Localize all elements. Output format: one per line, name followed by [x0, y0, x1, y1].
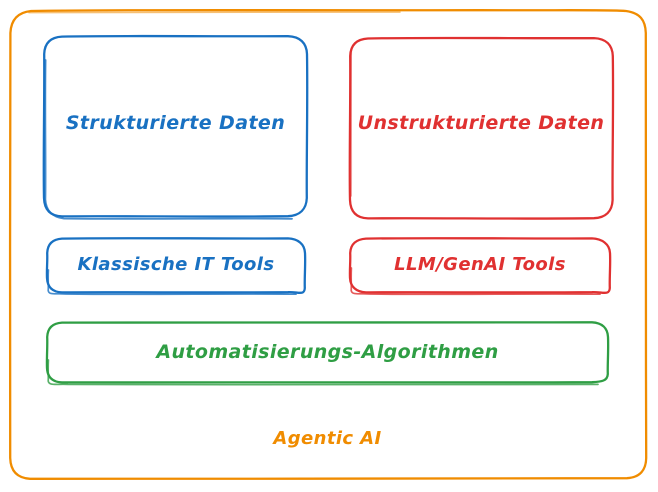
- automation-algorithms-label: Automatisierungs-Algorithmen: [156, 341, 499, 363]
- structured-data-label: Strukturierte Daten: [65, 112, 286, 134]
- agentic-ai-frame-outline[interactable]: [8, 8, 648, 480]
- llm-genai-tools-label: LLM/GenAI Tools: [394, 254, 566, 275]
- unstructured-data-label: Unstrukturierte Daten: [357, 112, 605, 134]
- agentic-ai-label: Agentic AI: [273, 428, 382, 449]
- classic-it-tools-label: Klassische IT Tools: [77, 254, 275, 275]
